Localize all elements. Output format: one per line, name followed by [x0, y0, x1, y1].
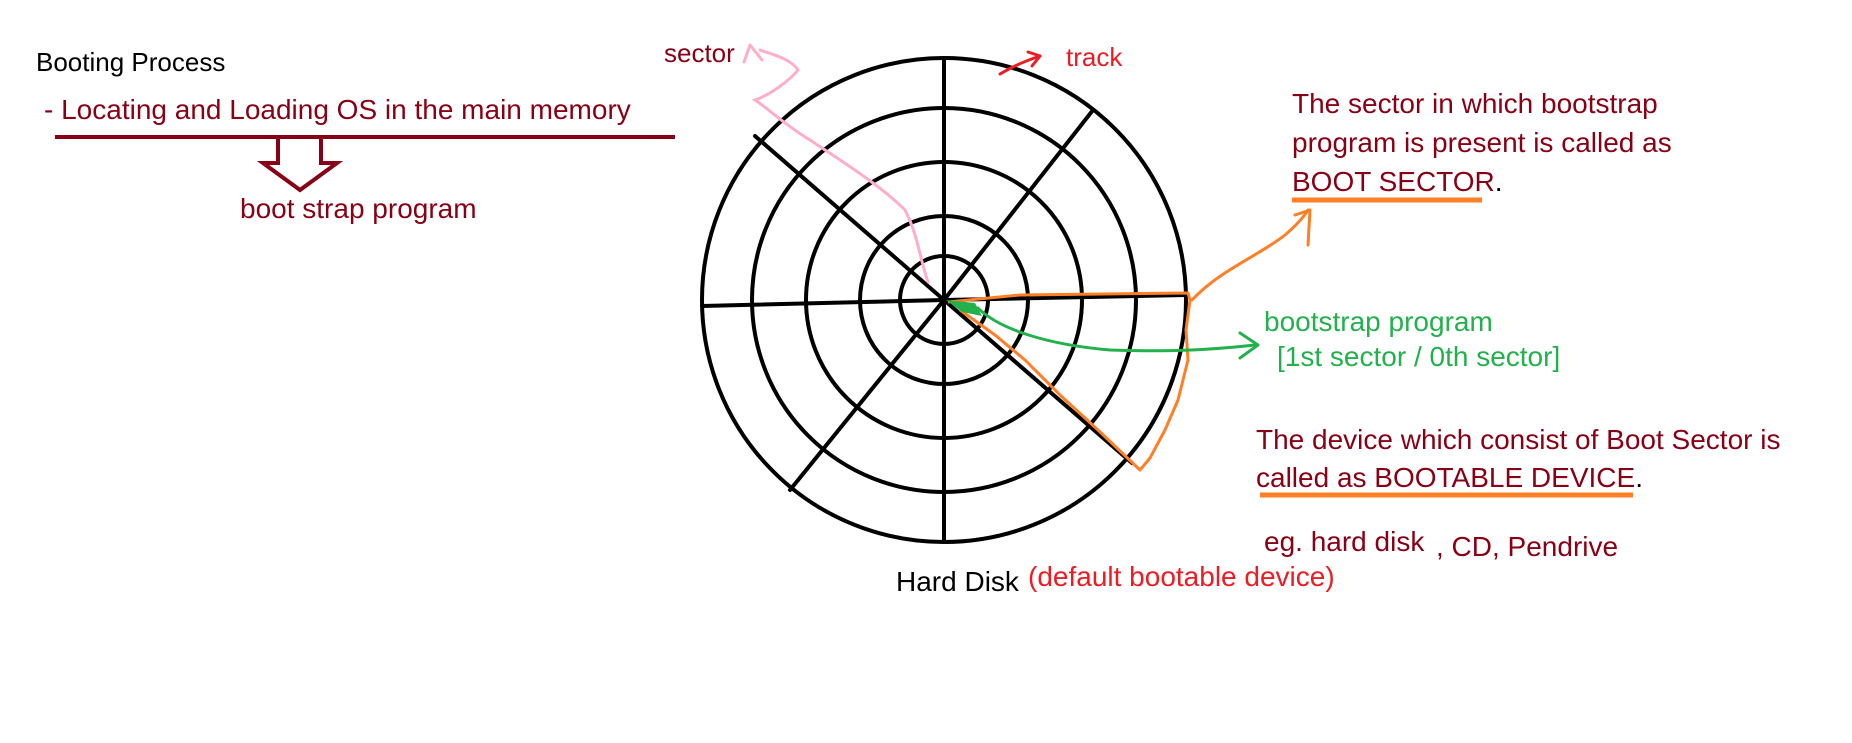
- bootable-device-def-line2: called as BOOTABLE DEVICE.: [1256, 462, 1643, 494]
- boot-sector-pointer-arrowhead: [1293, 208, 1312, 247]
- boot-sector-period: .: [1494, 166, 1503, 197]
- down-arrow-icon: [256, 139, 344, 193]
- boot-sector-highlight: [947, 291, 1192, 472]
- sector-label: sector: [664, 38, 735, 68]
- first-sector-label: [1st sector / 0th sector]: [1277, 341, 1561, 372]
- sector-line-w: [700, 298, 946, 308]
- eg-cd-pendrive-text: , CD, Pendrive: [1436, 531, 1619, 562]
- sector-line-sw: [788, 298, 946, 492]
- track-pointer-arrowhead: [1026, 50, 1042, 68]
- boot-sector-def-line3: BOOT SECTOR.: [1292, 166, 1503, 198]
- track-pointer: [998, 54, 1042, 76]
- disk-sector-lines: [700, 56, 1188, 544]
- bootstrap-program-label: bootstrap program: [1264, 306, 1493, 337]
- bootstrap-pointer: [976, 306, 1257, 353]
- boot-strap-program-text: boot strap program: [240, 193, 477, 224]
- sector-line-nw: [753, 134, 946, 302]
- booting-process-title: Booting Process: [36, 47, 226, 77]
- locating-loading-os-text: - Locating and Loading OS in the main me…: [44, 94, 631, 125]
- boot-sector-def-line2: program is present is called as: [1292, 127, 1672, 158]
- eg-hard-disk-text: eg. hard disk: [1264, 526, 1425, 557]
- bootable-device-term: BOOTABLE DEVICE: [1374, 462, 1636, 493]
- sector-line-se: [942, 298, 1134, 465]
- bootstrap-pointer-arrowhead: [1238, 331, 1260, 360]
- hard-disk-caption: Hard Disk: [896, 566, 1019, 597]
- first-sector-wedge: [946, 300, 982, 316]
- sector-line-ne: [942, 108, 1095, 302]
- boot-sector-pointer: [1190, 208, 1310, 302]
- bootable-device-def-line1: The device which consist of Boot Sector …: [1256, 424, 1781, 455]
- boot-sector-term: BOOT SECTOR: [1292, 166, 1495, 197]
- boot-sector-def-line1: The sector in which bootstrap: [1292, 88, 1658, 119]
- default-bootable-note: (default bootable device): [1028, 561, 1335, 592]
- track-label: track: [1066, 42, 1123, 72]
- sector-pointer-arrowhead: [742, 43, 764, 64]
- sector-pointer: [751, 48, 930, 284]
- bootable-device-period: .: [1635, 462, 1643, 493]
- called-as-text: called as: [1256, 462, 1375, 493]
